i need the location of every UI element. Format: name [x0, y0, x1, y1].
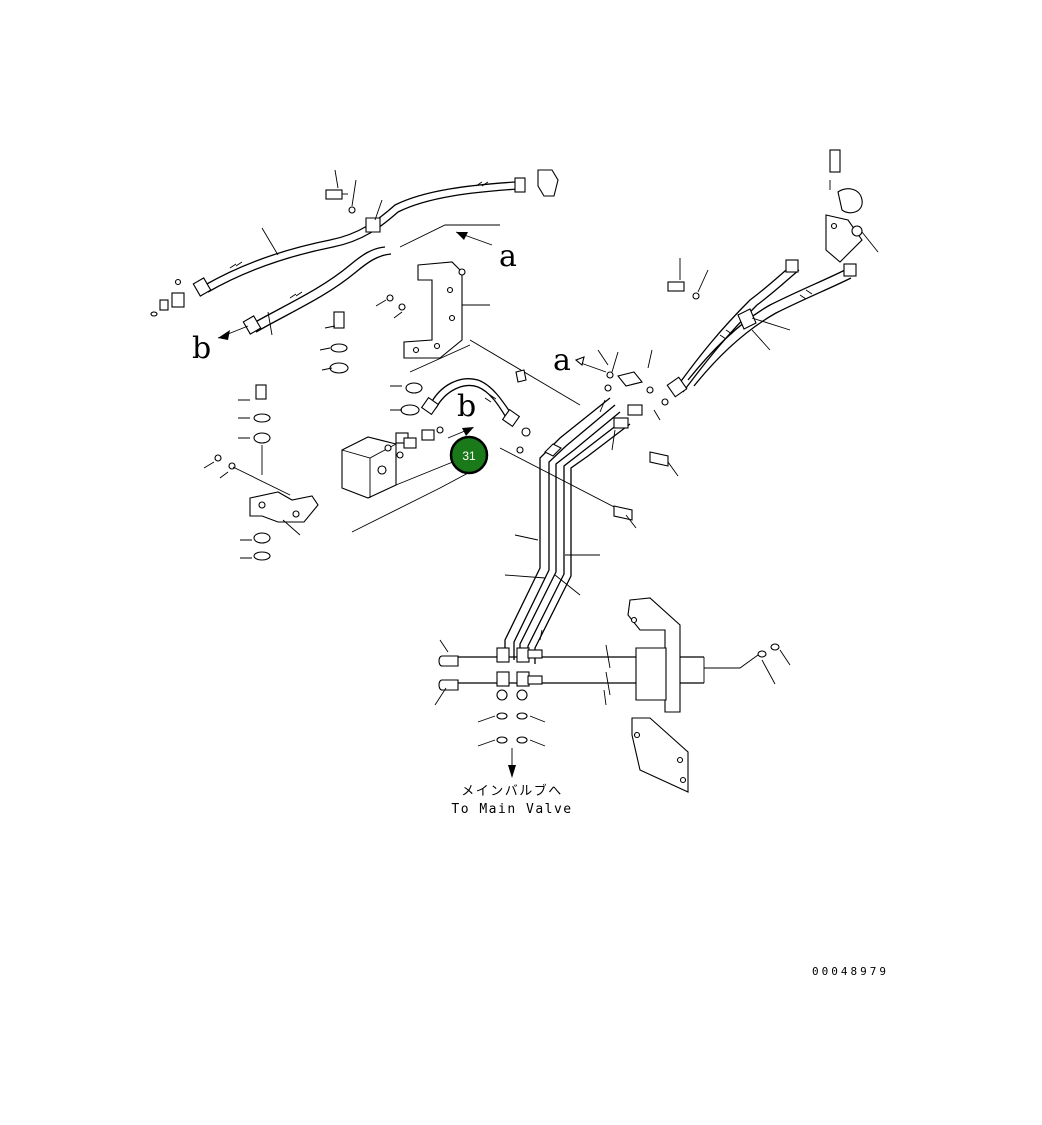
reference-letters: a b a b	[192, 231, 571, 439]
ref-letter-a-upper: a	[499, 239, 517, 274]
upper-right-hose-assembly	[666, 149, 879, 398]
right-fittings	[574, 349, 679, 529]
upper-left-hose-assembly	[150, 169, 559, 336]
drawing-number: 00048979	[812, 965, 889, 978]
callout-31[interactable]: 31	[449, 435, 489, 475]
destination-legend: メインバルブへ To Main Valve	[451, 783, 572, 817]
ref-letter-b-center: b	[457, 389, 476, 424]
central-pipe-bundle	[504, 369, 631, 664]
lower-left-bracket	[203, 384, 319, 561]
destination-label-jp: メインバルブへ	[461, 783, 563, 799]
middle-hose-and-valve-block	[341, 378, 621, 533]
ref-letter-b-left: b	[192, 331, 211, 366]
ref-letter-a-right: a	[553, 343, 571, 378]
callout-number[interactable]: 31	[462, 449, 476, 463]
center-bracket	[319, 224, 581, 416]
callout-circle[interactable]	[449, 435, 489, 475]
lower-mount-assembly	[434, 597, 791, 793]
destination-label-en: To Main Valve	[451, 802, 572, 817]
